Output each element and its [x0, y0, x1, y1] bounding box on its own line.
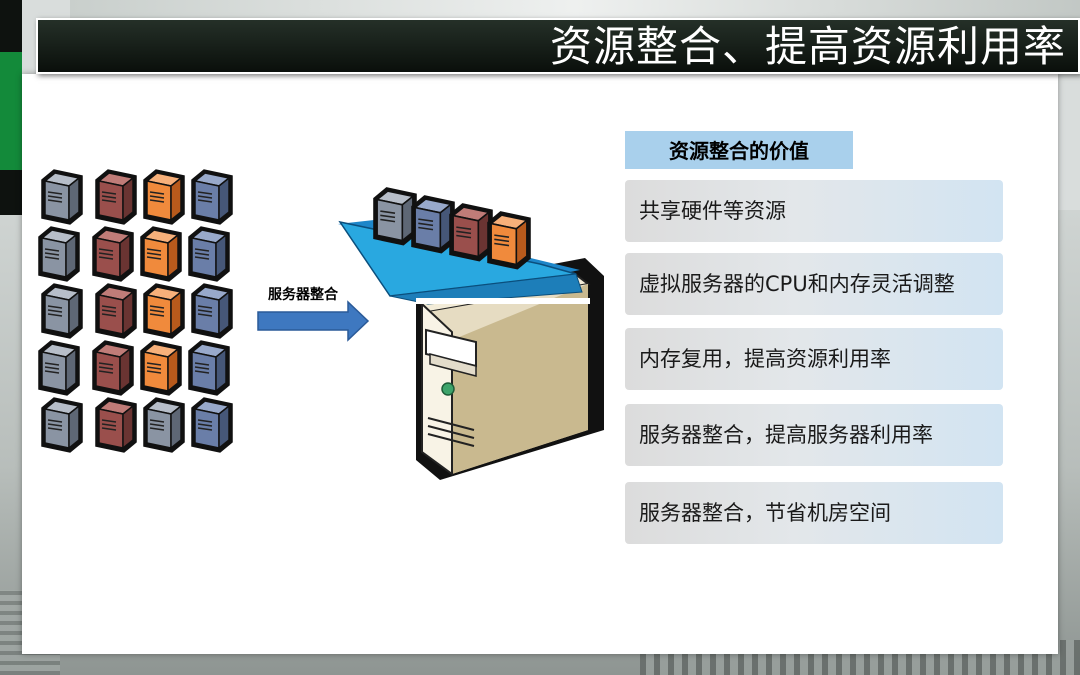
gray-server-icon: [373, 187, 417, 246]
slide-title: 资源整合、提高资源利用率: [549, 22, 1066, 71]
red-server-icon: [92, 226, 134, 282]
value-item-cpu-memory: 虚拟服务器的CPU和内存灵活调整: [625, 253, 1003, 315]
orange-server-icon: [487, 211, 531, 270]
red-server-icon: [95, 169, 137, 225]
red-server-icon: [92, 340, 134, 396]
red-server-icon: [95, 283, 137, 339]
background-top-strip: [70, 0, 1080, 18]
blue-server-icon: [188, 226, 230, 282]
value-item-server-utilization: 服务器整合，提高服务器利用率: [625, 404, 1003, 466]
orange-server-icon: [143, 169, 185, 225]
consolidation-arrow-label: 服务器整合: [268, 287, 338, 303]
blue-server-icon: [191, 397, 233, 453]
background-green-block: [0, 52, 22, 170]
blue-server-icon: [191, 283, 233, 339]
blue-server-icon: [411, 195, 455, 254]
consolidation-arrow-icon: [257, 300, 370, 342]
red-server-icon: [449, 203, 493, 262]
consolidated-server-illustration: [338, 187, 604, 480]
orange-server-icon: [143, 283, 185, 339]
red-server-icon: [95, 397, 137, 453]
gray-server-icon: [41, 397, 83, 453]
orange-server-icon: [140, 226, 182, 282]
orange-server-icon: [140, 340, 182, 396]
server-grid: [38, 169, 233, 453]
gray-server-icon: [38, 340, 80, 396]
title-bar: 资源整合、提高资源利用率: [36, 18, 1080, 74]
value-item-memory-reuse: 内存复用，提高资源利用率: [625, 328, 1003, 390]
gray-server-icon: [143, 397, 185, 453]
gray-server-icon: [41, 169, 83, 225]
big-server-icon: [414, 258, 604, 480]
gray-server-icon: [38, 226, 80, 282]
values-header: 资源整合的价值: [625, 131, 853, 169]
value-item-shared-hardware: 共享硬件等资源: [625, 180, 1003, 242]
value-item-room-space: 服务器整合，节省机房空间: [625, 482, 1003, 544]
blue-server-icon: [191, 169, 233, 225]
blue-server-icon: [188, 340, 230, 396]
gray-server-icon: [41, 283, 83, 339]
